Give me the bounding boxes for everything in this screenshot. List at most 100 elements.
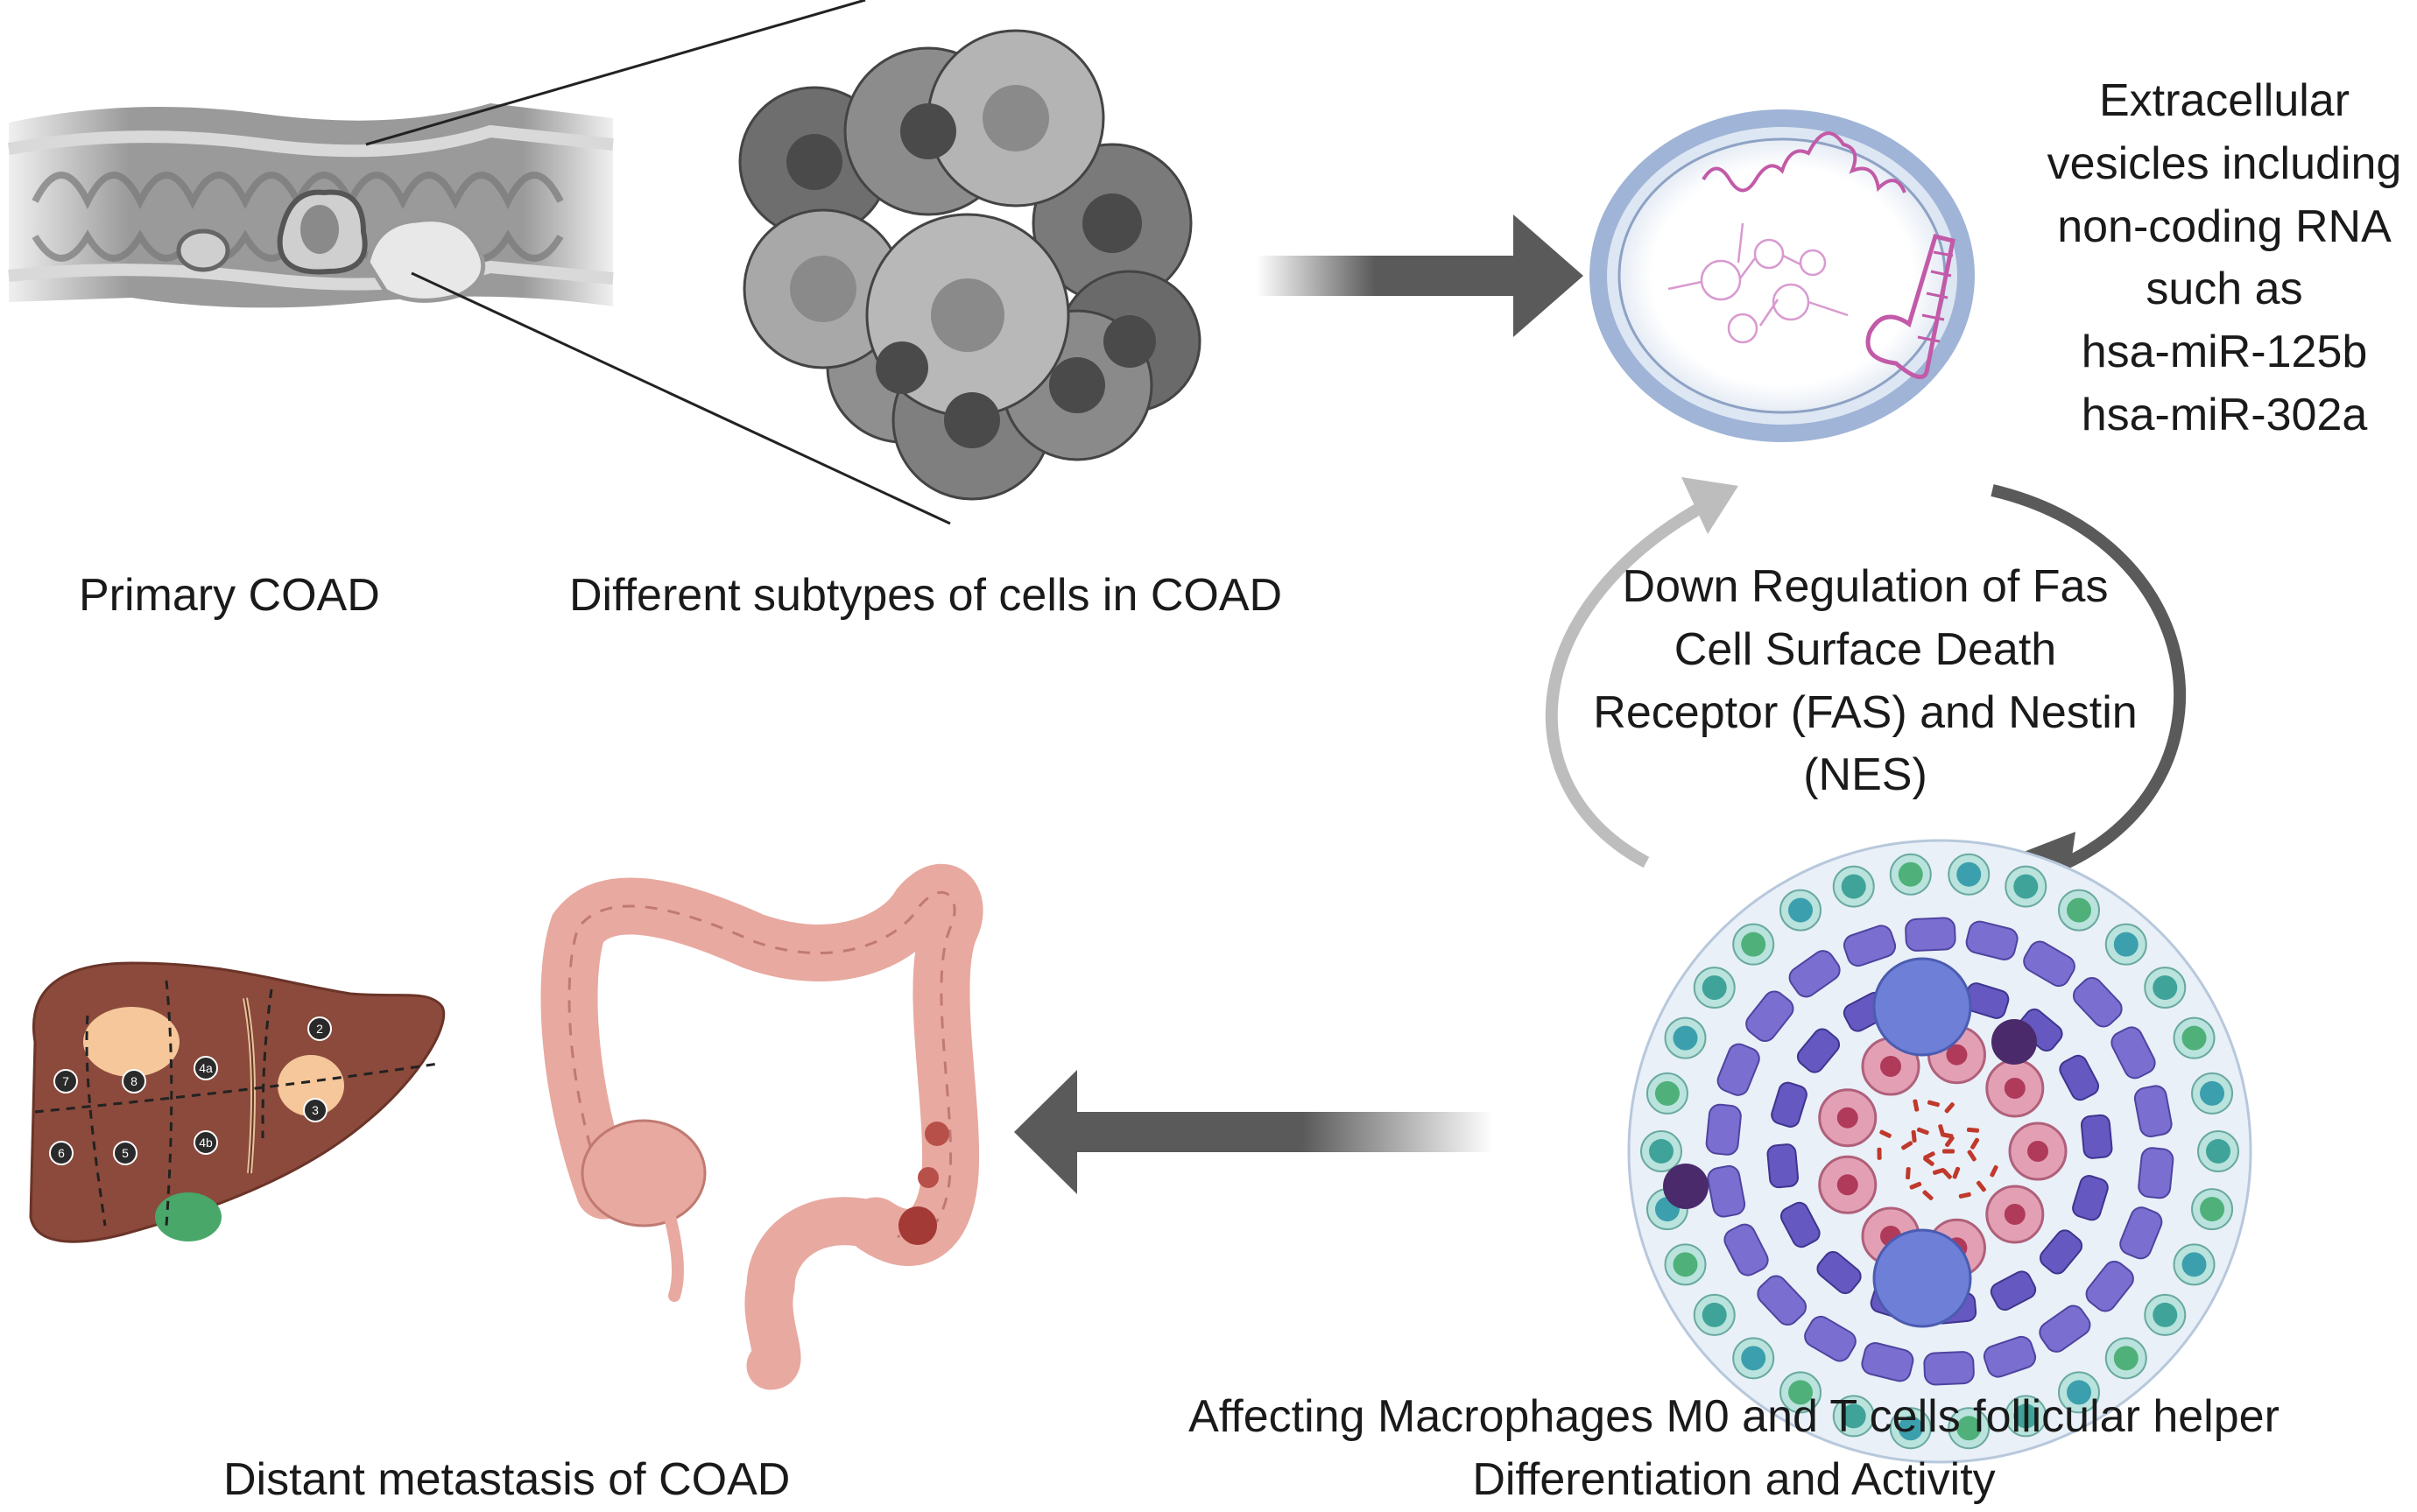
lymphocyte-nucleus bbox=[2153, 975, 2178, 1001]
tfh-cell bbox=[2085, 1260, 2134, 1312]
lymphocyte-nucleus bbox=[2067, 1380, 2091, 1405]
distant-metastasis-label: Distant metastasis of COAD bbox=[223, 1454, 791, 1505]
lymphocyte-nucleus bbox=[1741, 1346, 1766, 1371]
liver-segment-number: 3 bbox=[312, 1103, 319, 1117]
arrow-to-vesicle bbox=[1257, 214, 1583, 337]
lymphocyte-nucleus bbox=[1649, 1139, 1674, 1164]
zoom-line-top bbox=[365, 0, 866, 146]
liver-segment-marker bbox=[194, 1130, 218, 1155]
downreg-line: (NES) bbox=[1803, 749, 1927, 801]
debris-fragment bbox=[1945, 1136, 1955, 1148]
tfh-cell bbox=[1861, 1342, 1914, 1382]
macrophage-nucleus bbox=[2004, 1203, 2026, 1225]
ev-line: hsa-miR-125b bbox=[2081, 327, 2368, 377]
lymphocyte-nucleus bbox=[1788, 1380, 1813, 1405]
liver-segment-number: 2 bbox=[316, 1022, 323, 1036]
tfh-cell bbox=[1990, 1270, 2037, 1312]
lymphocyte-nucleus bbox=[1956, 861, 1982, 887]
tfh-cell bbox=[1723, 1223, 1769, 1276]
immune-niche bbox=[1627, 839, 2252, 1464]
lymphocyte-nucleus bbox=[2067, 897, 2091, 923]
extracellular-vesicle bbox=[1589, 109, 1975, 442]
debris-fragment bbox=[1942, 1149, 1955, 1154]
lymphocyte-nucleus bbox=[1898, 861, 1923, 887]
lymphocyte-ring bbox=[1640, 853, 2239, 1450]
ev-description: Extracellular vesicles including non-cod… bbox=[2032, 70, 2417, 447]
downregulation-label: Down Regulation of Fas Cell Surface Deat… bbox=[1541, 556, 2189, 807]
tfh-cell bbox=[1766, 1143, 1800, 1189]
lymphocyte-nucleus bbox=[2113, 1346, 2139, 1371]
downreg-line: Cell Surface Death bbox=[1674, 623, 2057, 675]
macrophage-nucleus bbox=[2027, 1141, 2048, 1162]
lymphocyte-nucleus bbox=[1702, 1302, 1727, 1327]
lymphocyte-nucleus bbox=[1841, 1403, 1866, 1429]
debris-fragment bbox=[1976, 1180, 1986, 1192]
tfh-cell bbox=[1779, 1201, 1821, 1248]
liver-segment-marker bbox=[113, 1141, 137, 1165]
lymphocyte-nucleus bbox=[1654, 1080, 1680, 1106]
ev-line: hsa-miR-302a bbox=[2081, 389, 2368, 440]
tfh-cell bbox=[1757, 1275, 1807, 1326]
core-debris bbox=[1877, 1099, 1998, 1200]
debris-fragment bbox=[1970, 1137, 1980, 1150]
cell-cluster bbox=[738, 29, 1201, 501]
macrophage-nucleus bbox=[2004, 1078, 2026, 1100]
lymphocyte-nucleus bbox=[1702, 975, 1727, 1001]
lymphocyte-nucleus bbox=[1841, 874, 1866, 899]
tfh-cell bbox=[1804, 1315, 1857, 1362]
tfh-cell bbox=[2072, 976, 2123, 1028]
debris-fragment bbox=[1944, 1102, 1955, 1114]
debris-fragment bbox=[1967, 1150, 1977, 1162]
zoom-line-bottom bbox=[411, 271, 951, 525]
liver-segment-number: 4b bbox=[199, 1136, 213, 1150]
primary-coad-label: Primary COAD bbox=[79, 570, 380, 621]
tfh-cell bbox=[2138, 1147, 2174, 1199]
debris-fragment bbox=[1966, 1127, 1979, 1133]
tfh-cell bbox=[1707, 1164, 1746, 1218]
tfh-cell bbox=[1923, 1351, 1975, 1386]
lymphocyte-nucleus bbox=[1741, 932, 1766, 957]
tfh-cell bbox=[1843, 925, 1897, 967]
ev-line: Extracellular bbox=[2098, 75, 2350, 126]
lymphocyte-nucleus bbox=[2206, 1139, 2230, 1164]
tfh-cell bbox=[2039, 1305, 2091, 1353]
lymphocyte-nucleus bbox=[1956, 1416, 1982, 1441]
liver-segment-marker bbox=[307, 1016, 332, 1041]
macrophage-nucleus bbox=[1836, 1107, 1858, 1129]
cell-subtypes-label: Different subtypes of cells in COAD bbox=[569, 570, 1283, 621]
lymphocyte-nucleus bbox=[1788, 897, 1813, 923]
liver-segment-number: 6 bbox=[58, 1146, 65, 1160]
affecting-line: Affecting Macrophages M0 and T cells fol… bbox=[1188, 1391, 2280, 1442]
tfh-cell bbox=[1983, 1335, 2037, 1378]
lymphocyte-nucleus bbox=[2013, 874, 2039, 899]
ev-line: vesicles including bbox=[2047, 137, 2402, 189]
tfh-cell bbox=[2023, 940, 2075, 988]
ev-line: non-coding RNA bbox=[2057, 200, 2392, 252]
lymphocyte-nucleus bbox=[2200, 1080, 2225, 1106]
debris-fragment bbox=[1906, 1167, 1911, 1180]
debris-fragment bbox=[1911, 1129, 1917, 1143]
downreg-line: Receptor (FAS) and Nestin bbox=[1593, 686, 2138, 738]
debris-fragment bbox=[1901, 1141, 1913, 1150]
liver-segment-marker bbox=[53, 1069, 78, 1094]
debris-fragment bbox=[1913, 1099, 1920, 1112]
debris-fragment bbox=[1932, 1168, 1945, 1175]
tfh-cell bbox=[1905, 917, 1956, 952]
tfh-cell bbox=[2072, 1175, 2109, 1221]
debris-fragment bbox=[1941, 1132, 1954, 1139]
debris-fragment bbox=[1923, 1151, 1935, 1160]
affecting-line: Differentiation and Activity bbox=[1472, 1453, 1996, 1505]
macrophage-nucleus bbox=[1946, 1044, 1968, 1065]
colon bbox=[540, 863, 983, 1390]
tfh-cell bbox=[1796, 1028, 1841, 1073]
tfh-cell bbox=[1705, 1103, 1742, 1156]
debris-fragment bbox=[1927, 1100, 1940, 1108]
debris-fragment bbox=[1952, 1166, 1961, 1179]
intestine-section bbox=[7, 103, 614, 308]
tfh-cell-ring bbox=[1705, 917, 2174, 1386]
lymphocyte-nucleus bbox=[1898, 1416, 1923, 1441]
lymphocyte-nucleus bbox=[2200, 1197, 2225, 1222]
ev-line: such as bbox=[2146, 264, 2303, 315]
debris-fragment bbox=[1879, 1129, 1892, 1138]
